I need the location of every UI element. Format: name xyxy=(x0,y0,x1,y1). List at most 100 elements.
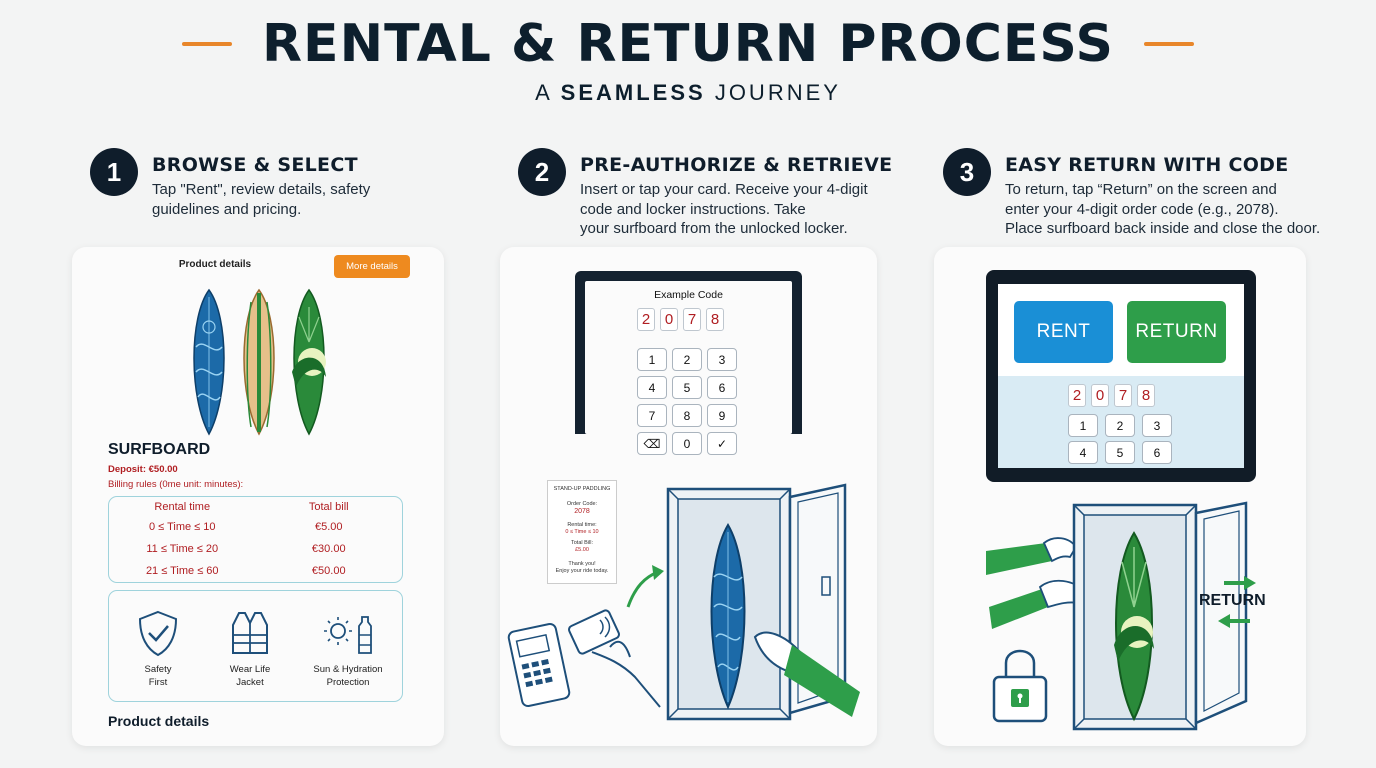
keypad-key-2[interactable]: 2 xyxy=(672,348,702,371)
subtitle-suffix: JOURNEY xyxy=(714,80,841,105)
keypad-key-7[interactable]: 7 xyxy=(637,404,667,427)
safety-item: Wear Life Jacket xyxy=(205,609,295,689)
step-title: EASY RETURN WITH CODE xyxy=(1005,154,1289,176)
receipt-rental-value: 0 ≤ Time ≤ 10 xyxy=(565,529,599,535)
wood-surfboard-icon xyxy=(243,288,275,436)
return-label: RETURN xyxy=(1199,592,1266,609)
keypad-backspace-key[interactable]: ⌫ xyxy=(637,432,667,455)
return-illustration xyxy=(986,501,1256,731)
title-left-dash xyxy=(182,42,232,46)
receipt-total-value: £5.00 xyxy=(575,547,589,553)
receipt-total-label: Total Bill: xyxy=(570,540,593,546)
table-cell: 11 ≤ Time ≤ 20 xyxy=(146,543,219,555)
product-details-footer: Product details xyxy=(108,713,210,729)
step-text: BROWSE & SELECT Tap "Rent", review detai… xyxy=(152,148,370,219)
hands-icon xyxy=(986,537,1088,629)
code-digit: 2 xyxy=(1068,384,1086,407)
table-header: Total bill xyxy=(308,501,349,513)
locker-icon xyxy=(1072,501,1248,731)
keypad-key-6[interactable]: 6 xyxy=(1142,441,1172,464)
keypad-key-3[interactable]: 3 xyxy=(707,348,737,371)
rate-table: Rental time Total bill 0 ≤ Time ≤ 10 €5.… xyxy=(108,496,403,583)
more-details-button[interactable]: More details xyxy=(334,255,410,278)
subtitle-prefix: A xyxy=(535,80,552,105)
keypad-key-9[interactable]: 9 xyxy=(707,404,737,427)
title-right-dash xyxy=(1143,42,1194,46)
blue-surfboard-icon xyxy=(193,288,225,436)
table-header: Rental time xyxy=(154,501,211,513)
step-3: 3 EASY RETURN WITH CODE To return, tap “… xyxy=(943,148,1320,239)
arrow-left-icon xyxy=(1218,614,1250,628)
step-number: 1 xyxy=(90,148,138,196)
card-reader-icon xyxy=(507,622,571,708)
receipt-order-label: Order Code: xyxy=(566,501,598,507)
receipt-footer: Thank you! Enjoy your ride today. xyxy=(555,561,609,574)
return-card: RENT RETURN 2 0 7 8 1 2 3 4 5 6 xyxy=(934,247,1306,746)
step-2: 2 PRE-AUTHORIZE & RETRIEVE Insert or tap… xyxy=(518,148,892,239)
return-button[interactable]: RETURN xyxy=(1127,301,1226,363)
keypad-key-1[interactable]: 1 xyxy=(1068,414,1098,437)
keypad-key-2[interactable]: 2 xyxy=(1105,414,1135,437)
keypad-key-1[interactable]: 1 xyxy=(637,348,667,371)
code-digit: 2 xyxy=(637,308,655,331)
safety-label: Wear Life Jacket xyxy=(229,664,271,688)
keypad-key-3[interactable]: 3 xyxy=(1142,414,1172,437)
padlock-icon xyxy=(992,649,1048,723)
retrieve-illustration xyxy=(507,483,860,721)
green-surfboard-icon xyxy=(1114,531,1154,722)
step-text: PRE-AUTHORIZE & RETRIEVE Insert or tap y… xyxy=(580,148,892,239)
receipt-order-code: 2078 xyxy=(574,508,590,515)
example-code-label: Example Code xyxy=(654,289,723,301)
kiosk-terminal: Example Code 2 0 7 8 1 2 3 4 5 6 7 8 9 ⌫… xyxy=(575,271,802,455)
product-details-card: Product details More details SURFBOARD D… xyxy=(72,247,444,746)
billing-rules-text: Billing rules (0me unit: minutes): xyxy=(108,479,244,490)
page-subtitle: A SEAMLESS JOURNEY xyxy=(0,80,1376,106)
arrow-up-icon xyxy=(626,565,664,608)
product-details-header: Product details xyxy=(178,259,252,270)
table-cell: €5.00 xyxy=(314,521,343,533)
rent-button[interactable]: RENT xyxy=(1014,301,1113,363)
keypad-key-4[interactable]: 4 xyxy=(1068,441,1098,464)
page-header: RENTAL & RETURN PROCESS A SEAMLESS JOURN… xyxy=(0,14,1376,106)
retrieve-card: Example Code 2 0 7 8 1 2 3 4 5 6 7 8 9 ⌫… xyxy=(500,247,877,746)
hand-with-sleeve-icon xyxy=(753,631,860,717)
step-description: Insert or tap your card. Receive your 4-… xyxy=(580,181,868,237)
product-name: SURFBOARD xyxy=(108,441,211,458)
code-display: 2 0 7 8 xyxy=(637,308,724,331)
subtitle-bold: SEAMLESS xyxy=(560,80,706,105)
keypad-confirm-key[interactable]: ✓ xyxy=(707,432,737,455)
keypad-key-5[interactable]: 5 xyxy=(672,376,702,399)
table-header-row: Rental time Total bill xyxy=(109,501,402,513)
life-jacket-icon xyxy=(232,612,268,654)
table-row: 11 ≤ Time ≤ 20 €30.00 xyxy=(109,543,402,555)
code-digit: 0 xyxy=(660,308,678,331)
safety-guidelines: Safety First Wear Life Jacket Sun & Hydr… xyxy=(108,590,403,702)
safety-label: Sun & Hydration Protection xyxy=(313,664,383,688)
code-digit: 8 xyxy=(706,308,724,331)
contactless-card-icon xyxy=(568,609,661,708)
table-cell: €30.00 xyxy=(311,543,346,555)
step-title: BROWSE & SELECT xyxy=(152,154,358,176)
keypad-key-4[interactable]: 4 xyxy=(637,376,667,399)
table-cell: 0 ≤ Time ≤ 10 xyxy=(149,521,216,533)
sun-bottle-icon xyxy=(324,616,372,654)
receipt-title: STAND-UP PADDLING xyxy=(553,486,611,492)
code-entry-panel: 2 0 7 8 1 2 3 4 5 6 xyxy=(998,376,1244,468)
code-display: 2 0 7 8 xyxy=(1068,384,1155,407)
receipt: STAND-UP PADDLING Order Code: 2078 Renta… xyxy=(547,480,617,584)
step-description: To return, tap “Return” on the screen an… xyxy=(1005,181,1321,237)
keypad-key-6[interactable]: 6 xyxy=(707,376,737,399)
keypad-key-5[interactable]: 5 xyxy=(1105,441,1135,464)
green-surfboard-icon xyxy=(292,288,326,436)
code-digit: 8 xyxy=(1137,384,1155,407)
kiosk-terminal: RENT RETURN 2 0 7 8 1 2 3 4 5 6 xyxy=(986,270,1256,482)
code-digit: 7 xyxy=(1114,384,1132,407)
page-title: RENTAL & RETURN PROCESS xyxy=(262,14,1114,74)
step-title: PRE-AUTHORIZE & RETRIEVE xyxy=(580,154,893,176)
table-cell: 21 ≤ Time ≤ 60 xyxy=(145,565,219,577)
keypad-key-8[interactable]: 8 xyxy=(672,404,702,427)
step-number: 3 xyxy=(943,148,991,196)
table-cell: €50.00 xyxy=(311,565,346,577)
keypad-key-0[interactable]: 0 xyxy=(672,432,702,455)
surfboards-illustration xyxy=(193,288,326,436)
